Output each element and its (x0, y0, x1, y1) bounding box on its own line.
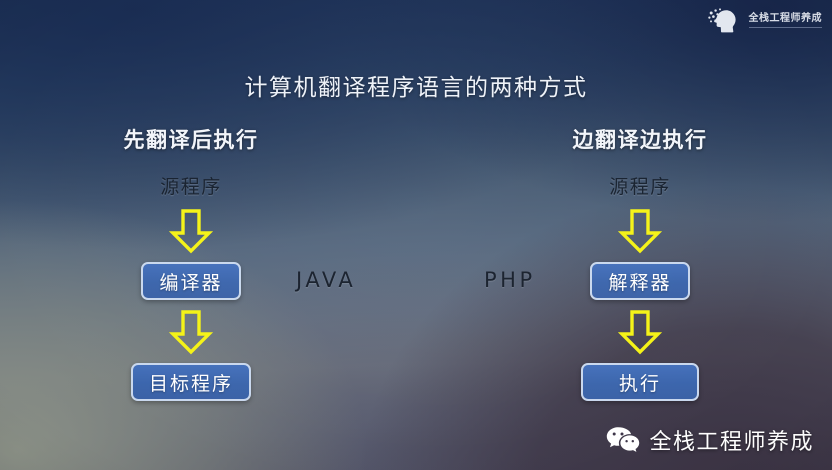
wechat-watermark: 全栈工程师养成 (606, 424, 814, 456)
down-arrow-icon (169, 310, 213, 355)
flow-node-interpreter[interactable]: 解释器 (590, 262, 690, 300)
page-title: 计算机翻译程序语言的两种方式 (244, 75, 588, 101)
flow-node-source-program-left: 源程序 (160, 176, 222, 198)
watermark-text: 全栈工程师养成 (649, 430, 814, 455)
language-label-java: JAVA (296, 268, 357, 292)
flow-node-execute[interactable]: 执行 (581, 363, 699, 401)
flow-node-target-program[interactable]: 目标程序 (130, 363, 251, 401)
down-arrow-icon (169, 209, 213, 254)
wechat-icon (607, 427, 640, 452)
down-arrow-icon (618, 209, 662, 254)
down-arrow-icon (618, 310, 662, 355)
flow-node-source-program-right: 源程序 (609, 176, 671, 198)
brand-name: 全栈工程师养成 (748, 13, 822, 24)
language-label-php: PHP (484, 268, 536, 292)
flow-column-compile-then-run: 源程序 编译器 目标程序 (41, 172, 341, 401)
brand-text-block: 全栈工程师养成 (748, 13, 822, 28)
brand-divider (748, 27, 822, 28)
head-profile-dots-icon (707, 8, 736, 33)
column-heading-interpret-while-running: 边翻译边执行 (572, 128, 708, 152)
brand-logo: 全栈工程师养成 (707, 8, 822, 34)
flow-node-compiler[interactable]: 编译器 (141, 262, 241, 300)
flow-column-interpret-while-running: 源程序 解释器 执行 (490, 172, 790, 401)
column-heading-compile-then-run: 先翻译后执行 (123, 128, 259, 152)
